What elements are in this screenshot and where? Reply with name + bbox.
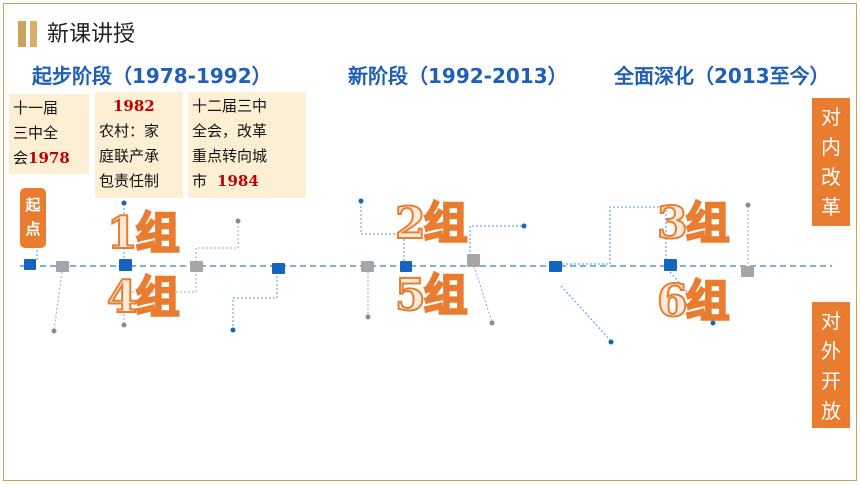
group-2-label: 2组 <box>394 198 469 249</box>
note-1978: 十一届 三中全 会1978 <box>9 94 89 174</box>
group-6-label: 6组 <box>656 276 731 327</box>
page-title: 新课讲授 <box>47 22 136 47</box>
stage-2-label: 新阶段（1992-2013） <box>348 64 568 88</box>
slide: 新课讲授 起步阶段（1978-1992） 新阶段（1992-2013） 全面深化… <box>3 3 857 481</box>
group-3-label: 3组 <box>656 198 731 249</box>
note-1982: 1982 农村：家 庭联产承 包责任制 <box>95 92 183 198</box>
group-1-label: 1组 <box>106 208 181 259</box>
header-bar-icon <box>30 21 37 47</box>
group-5-label: 5组 <box>394 270 469 321</box>
internal-reform-label: 对内改革 <box>812 98 850 226</box>
start-point-label: 起点 <box>20 188 46 248</box>
external-opening-label: 对外开放 <box>812 302 850 428</box>
group-4-label: 4组 <box>106 272 181 323</box>
stage-3-label: 全面深化（2013至今） <box>614 64 830 88</box>
header-bar-icon <box>18 21 26 47</box>
stage-1-label: 起步阶段（1978-1992） <box>32 64 272 88</box>
